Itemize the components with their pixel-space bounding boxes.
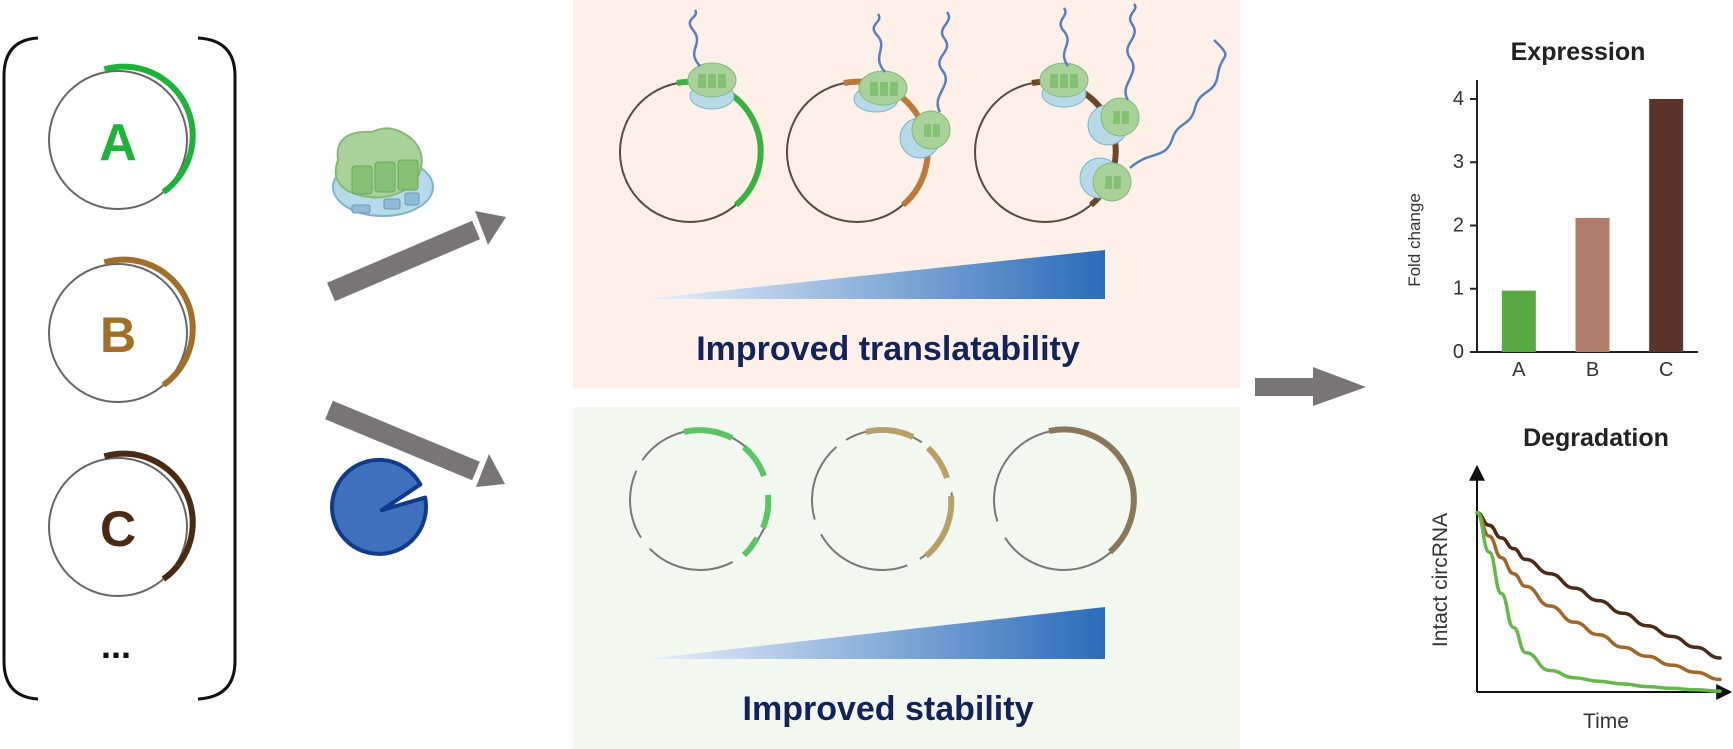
expression-bar-b xyxy=(1575,217,1610,352)
variant-c-arc xyxy=(103,450,196,582)
arrow-up-right xyxy=(327,211,506,302)
ellipsis-text: ... xyxy=(101,625,131,666)
expression-y-tick-label: 0 xyxy=(1453,341,1464,363)
variant-group: A B C ... xyxy=(2,36,237,701)
variant-b-label: B xyxy=(100,307,136,363)
expression-category-label: A xyxy=(1512,359,1526,381)
variant-b-arc xyxy=(103,256,196,388)
expression-y-axis-label: Fold change xyxy=(1405,193,1424,287)
expression-y-tick-label: 3 xyxy=(1453,151,1464,173)
degradation-y-axis-label: Intact circRNA xyxy=(1429,513,1452,647)
variant-a-circle: A xyxy=(48,63,196,210)
ribosome-icon xyxy=(1039,62,1089,108)
variant-a-label: A xyxy=(99,114,137,172)
ribosome-icon xyxy=(1079,157,1132,202)
translation-circle-3 xyxy=(974,3,1227,223)
stability-circle-1 xyxy=(629,427,772,571)
ribosome-icon xyxy=(853,70,908,113)
expression-y-tick-label: 2 xyxy=(1453,214,1464,236)
degradation-series-2 xyxy=(1475,511,1722,682)
ribosome-icon xyxy=(1087,97,1140,146)
variant-a-arc xyxy=(103,63,196,195)
stability-circle-3 xyxy=(993,426,1137,571)
variant-c-circle: C xyxy=(48,450,196,597)
peptide-chain xyxy=(1124,3,1137,101)
peptide-chain xyxy=(936,11,951,113)
degradation-chart-title: Degradation xyxy=(1523,424,1669,452)
degradation-series-1 xyxy=(1475,511,1722,660)
degradation-series-3 xyxy=(1475,511,1722,693)
peptide-chain xyxy=(1059,7,1070,67)
right-bracket xyxy=(197,36,237,701)
translatability-panel: Improved translatability xyxy=(573,0,1240,388)
expression-chart-title: Expression xyxy=(1511,38,1646,66)
stability-title: Improved stability xyxy=(743,690,1034,728)
arrow-right xyxy=(1255,367,1366,406)
ribosome-icon xyxy=(687,62,737,110)
translation-circle-2 xyxy=(786,11,951,223)
variant-b-circle: B xyxy=(48,256,196,403)
ribosome-icon xyxy=(332,127,434,217)
expression-bar-chart: Expression Fold change 0 1 2 3 4 A B C xyxy=(1405,38,1698,381)
nuclease-pacman-icon xyxy=(330,457,429,556)
stability-circle-2 xyxy=(811,427,955,571)
expression-category-label: C xyxy=(1659,359,1673,381)
variant-c-label: C xyxy=(100,501,136,557)
left-bracket xyxy=(2,36,39,701)
translation-gradient-wedge xyxy=(645,250,1105,299)
degradation-line-chart: Degradation Intact circRNA Time xyxy=(1429,424,1733,733)
expression-bar-c xyxy=(1649,98,1684,352)
translation-circle-1 xyxy=(619,9,764,223)
stability-panel: Improved stability xyxy=(573,407,1240,749)
translatability-title: Improved translatability xyxy=(696,330,1080,368)
stability-gradient-wedge xyxy=(645,607,1105,659)
expression-bar-a xyxy=(1501,290,1536,352)
expression-category-label: B xyxy=(1586,359,1599,381)
peptide-chain xyxy=(872,13,886,73)
degradation-x-axis-label: Time xyxy=(1583,710,1629,733)
arrow-down-right xyxy=(325,400,505,487)
peptide-chain xyxy=(1129,39,1227,169)
ribosome-icon xyxy=(899,110,951,159)
expression-y-tick-label: 1 xyxy=(1453,278,1464,300)
expression-y-tick-label: 4 xyxy=(1453,88,1464,110)
peptide-chain xyxy=(688,9,701,67)
